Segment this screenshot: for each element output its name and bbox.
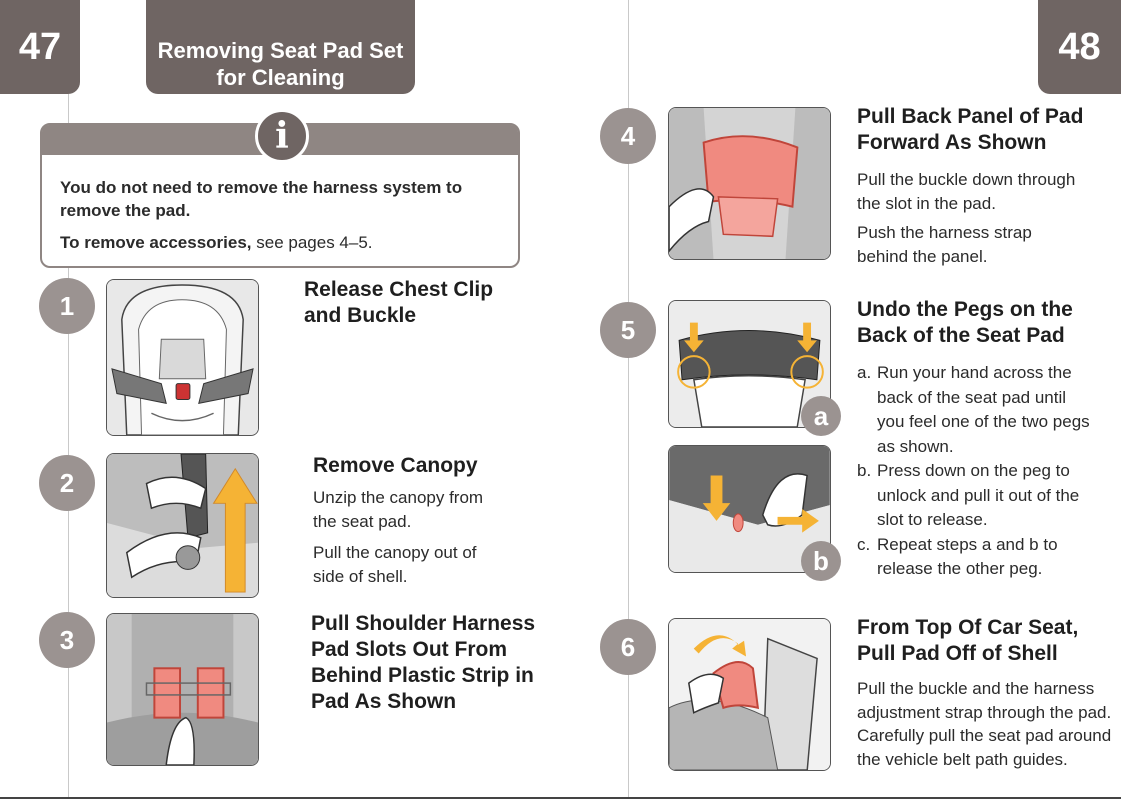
info-accessories-rest: see pages 4–5. [251,233,373,252]
pad-removal-image [669,619,830,770]
step-4-title: Pull Back Panel of Pad Forward As Shown [857,104,1083,156]
step-2-number: 2 [39,455,95,511]
step-5-item-text: Run your hand across the back of the sea… [877,363,1090,456]
step-6-title-line: Pull Pad Off of Shell [857,642,1058,665]
step-5-item-a: a. Run your hand across the back of the … [857,361,1097,459]
step-5-item-text: Press down on the peg to unlock and pull… [877,461,1080,529]
step-1-illustration [106,279,259,436]
page-title-line1: Removing Seat Pad Set [157,38,404,63]
car-seat-buckle-image [107,280,258,435]
step-5b-badge: b [801,541,841,581]
info-icon: i [255,109,309,163]
harness-slots-image [107,614,258,765]
step-6-instruction: Pull the buckle and the harness adjustme… [857,679,1112,769]
step-5-item-c: c. Repeat steps a and b to release the o… [857,533,1097,582]
step-1-title-line: and Buckle [304,304,417,327]
step-3-illustration [106,613,259,766]
step-5-item-label: b. [857,461,872,480]
step-5-item-label: a. [857,363,872,382]
step-6-title: From Top Of Car Seat, Pull Pad Off of Sh… [857,615,1078,667]
step-5b-illustration [668,445,831,573]
step-2-illustration [106,453,259,598]
step-4-instruction-2: Push the harness strap behind the panel. [857,223,1032,266]
step-3-title: Pull Shoulder Harness Pad Slots Out From… [311,611,535,715]
center-fold-line [628,0,629,799]
step-1-title-line: Release Chest Clip [304,278,494,301]
step-2-instruction-2: Pull the canopy out of side of shell. [313,543,477,586]
step-5-title-line: Undo the Pegs on the [857,298,1073,321]
page-number-right: 48 [1038,0,1121,94]
peg-release-image [669,446,830,572]
step-3-title-line: Pull Shoulder Harness [311,612,536,635]
step-3-title-line: Behind Plastic Strip in [311,664,534,687]
step-6-number: 6 [600,619,656,675]
info-harness-note: You do not need to remove the harness sy… [60,178,463,220]
step-5-instructions: a. Run your hand across the back of the … [857,361,1097,582]
step-5-number: 5 [600,302,656,358]
info-accessories-bold: To remove accessories, [60,233,252,252]
back-panel-image [669,108,830,259]
step-5-title-line: Back of the Seat Pad [857,324,1065,347]
page-title: Removing Seat Pad Set for Cleaning [146,0,415,94]
step-1-number: 1 [39,278,95,334]
canopy-removal-image [107,454,258,597]
step-6-illustration [668,618,831,771]
step-3-title-line: Pad Slots Out From [311,638,508,661]
step-4-instruction-1: Pull the buckle down through the slot in… [857,170,1076,213]
step-1-title: Release Chest Clip and Buckle [304,277,493,329]
left-margin-line [68,94,69,799]
step-5-item-b: b. Press down on the peg to unlock and p… [857,459,1097,533]
step-6-title-line: From Top Of Car Seat, [857,616,1079,639]
page-number-left: 47 [0,0,80,94]
step-4-title-line: Forward As Shown [857,131,1047,154]
step-3-number: 3 [39,612,95,668]
info-accessories-note: To remove accessories, see pages 4–5. [60,231,373,254]
step-5-item-label: c. [857,534,871,554]
step-4-illustration [668,107,831,260]
bottom-rule [0,797,1121,799]
info-box: i You do not need to remove the harness … [40,109,520,268]
step-5-item-text: Repeat steps a and b to release the othe… [877,534,1058,579]
step-5a-badge: a [801,396,841,436]
step-5-title: Undo the Pegs on the Back of the Seat Pa… [857,297,1073,349]
step-2-instruction-1: Unzip the canopy from the seat pad. [313,488,484,531]
step-3-title-line: Pad As Shown [311,690,457,713]
page-title-line2: for Cleaning [216,65,345,90]
step-4-number: 4 [600,108,656,164]
step-4-title-line: Pull Back Panel of Pad [857,105,1084,128]
step-2-title: Remove Canopy [313,454,478,477]
